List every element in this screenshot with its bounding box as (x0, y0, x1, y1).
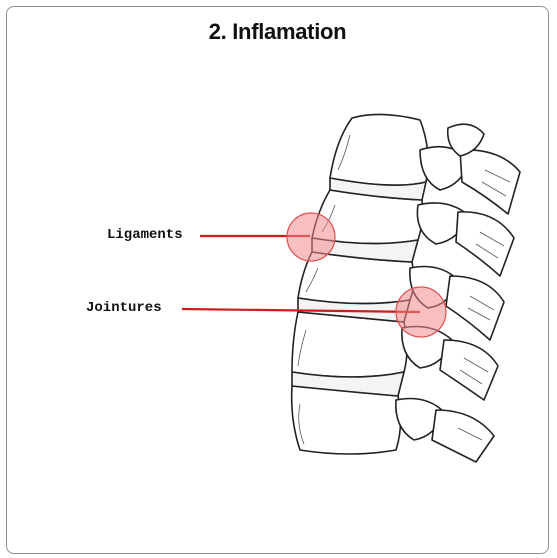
jointures-label: Jointures (86, 300, 162, 316)
vertebral-body (292, 386, 401, 454)
ligaments-inflammation-highlight (287, 213, 335, 261)
spinous-process (460, 150, 520, 214)
spinous-process (446, 276, 504, 340)
spinous-process (440, 340, 498, 400)
spinous-process (432, 410, 494, 462)
ligaments-label: Ligaments (107, 227, 183, 243)
spinous-process (456, 212, 514, 276)
vertebral-body (330, 114, 428, 185)
vertebral-body (292, 312, 407, 377)
jointures-inflammation-highlight (396, 287, 446, 337)
